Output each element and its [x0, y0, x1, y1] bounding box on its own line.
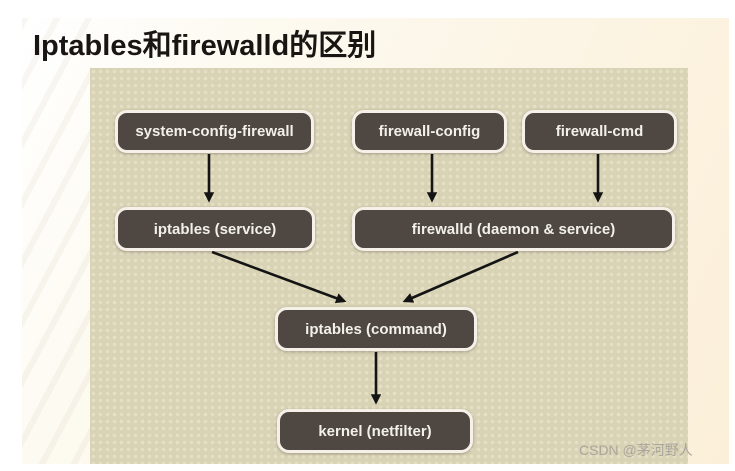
node-kernel-netfilter: kernel (netfilter)	[277, 409, 473, 453]
node-system-config-firewall: system-config-firewall	[115, 110, 314, 153]
node-iptables-service: iptables (service)	[115, 207, 315, 251]
decorative-swirl-texture	[22, 18, 92, 464]
node-firewalld-daemon: firewalld (daemon & service)	[352, 207, 675, 251]
node-firewall-config: firewall-config	[352, 110, 507, 153]
node-iptables-command: iptables (command)	[275, 307, 477, 351]
node-firewall-cmd: firewall-cmd	[522, 110, 677, 153]
watermark: CSDN @茅河野人	[579, 442, 693, 458]
page-title: Iptables和firewalld的区别	[33, 30, 377, 62]
